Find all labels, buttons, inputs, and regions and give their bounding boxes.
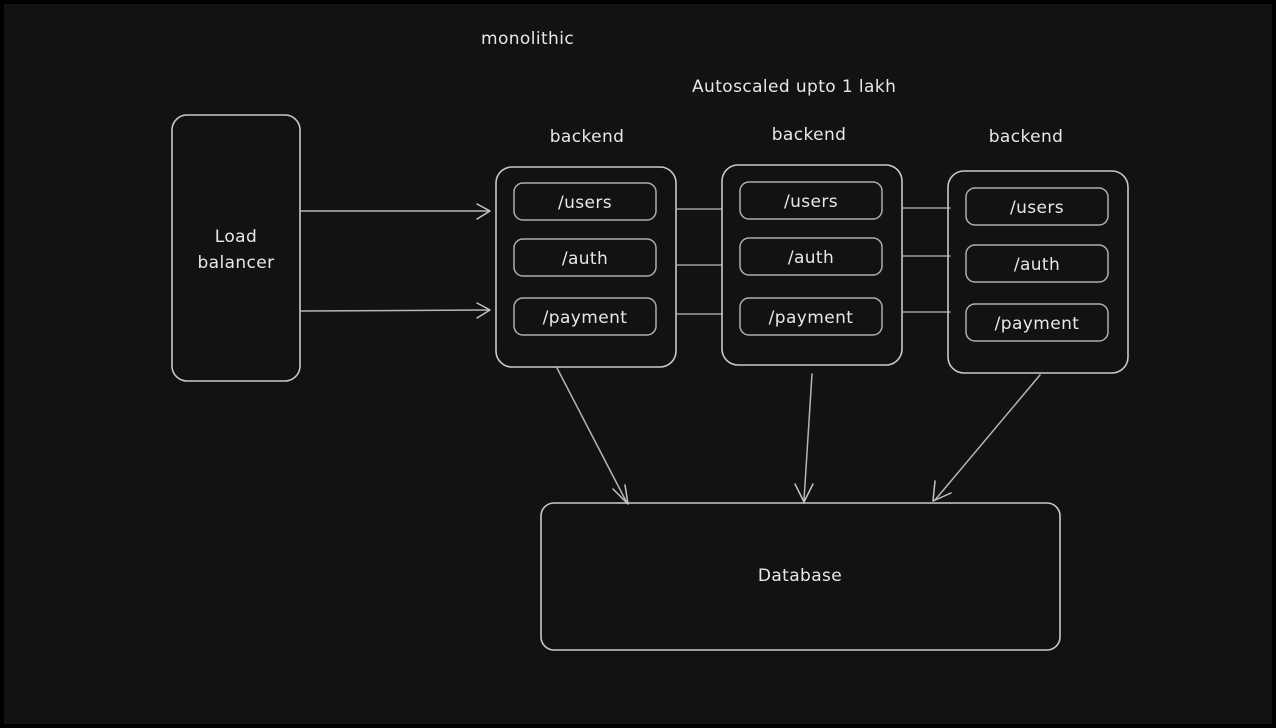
route-pill-auth-3[interactable] — [965, 244, 1109, 283]
caption-autoscaled: Autoscaled upto 1 lakh — [692, 77, 896, 97]
backend-node-2[interactable]: backend /users /auth /payment — [721, 125, 903, 366]
route-pill-payment-3[interactable] — [965, 303, 1109, 342]
connectors-backend1-backend2 — [676, 208, 723, 315]
caption-monolithic: monolithic — [481, 29, 574, 49]
route-label-users-1: /users — [558, 193, 612, 213]
arrow-backend2-to-database — [794, 373, 814, 503]
route-label-payment-2: /payment — [769, 308, 854, 328]
arrow-backend3-to-database — [932, 374, 1041, 502]
backend-title-3: backend — [989, 127, 1064, 147]
arrow-lb-to-backend1-top — [300, 203, 491, 220]
database-box — [540, 502, 1061, 651]
connectors-backend2-backend3 — [902, 207, 951, 313]
route-pill-payment-2[interactable] — [739, 297, 883, 336]
backend-box-3 — [947, 170, 1129, 374]
load-balancer-label-line2: balancer — [197, 253, 274, 273]
backend-box-1 — [495, 166, 677, 368]
route-label-auth-3: /auth — [1014, 255, 1060, 275]
route-label-auth-2: /auth — [788, 248, 834, 268]
load-balancer-label-line1: Load — [215, 227, 257, 247]
route-pill-auth-2[interactable] — [739, 237, 883, 276]
backend-title-2: backend — [772, 125, 847, 145]
route-label-users-2: /users — [784, 192, 838, 212]
arrow-backend1-to-database — [556, 367, 629, 505]
database-node[interactable]: Database — [540, 502, 1061, 651]
backend-node-3[interactable]: backend /users /auth /payment — [947, 127, 1129, 374]
route-pill-payment-1[interactable] — [513, 297, 657, 336]
route-label-payment-1: /payment — [543, 308, 628, 328]
database-label: Database — [758, 566, 842, 586]
route-pill-auth-1[interactable] — [513, 238, 657, 277]
load-balancer-node[interactable]: Load balancer — [171, 114, 301, 382]
load-balancer-box — [171, 114, 301, 382]
route-label-payment-3: /payment — [995, 314, 1080, 334]
route-pill-users-2[interactable] — [739, 181, 883, 220]
route-pill-users-1[interactable] — [513, 182, 657, 221]
route-label-users-3: /users — [1010, 198, 1064, 218]
route-label-auth-1: /auth — [562, 249, 608, 269]
route-pill-users-3[interactable] — [965, 187, 1109, 226]
backend-title-1: backend — [550, 127, 625, 147]
arrow-lb-to-backend1-bottom — [300, 302, 491, 319]
backend-box-2 — [721, 164, 903, 366]
backend-node-1[interactable]: backend /users /auth /payment — [495, 127, 677, 368]
